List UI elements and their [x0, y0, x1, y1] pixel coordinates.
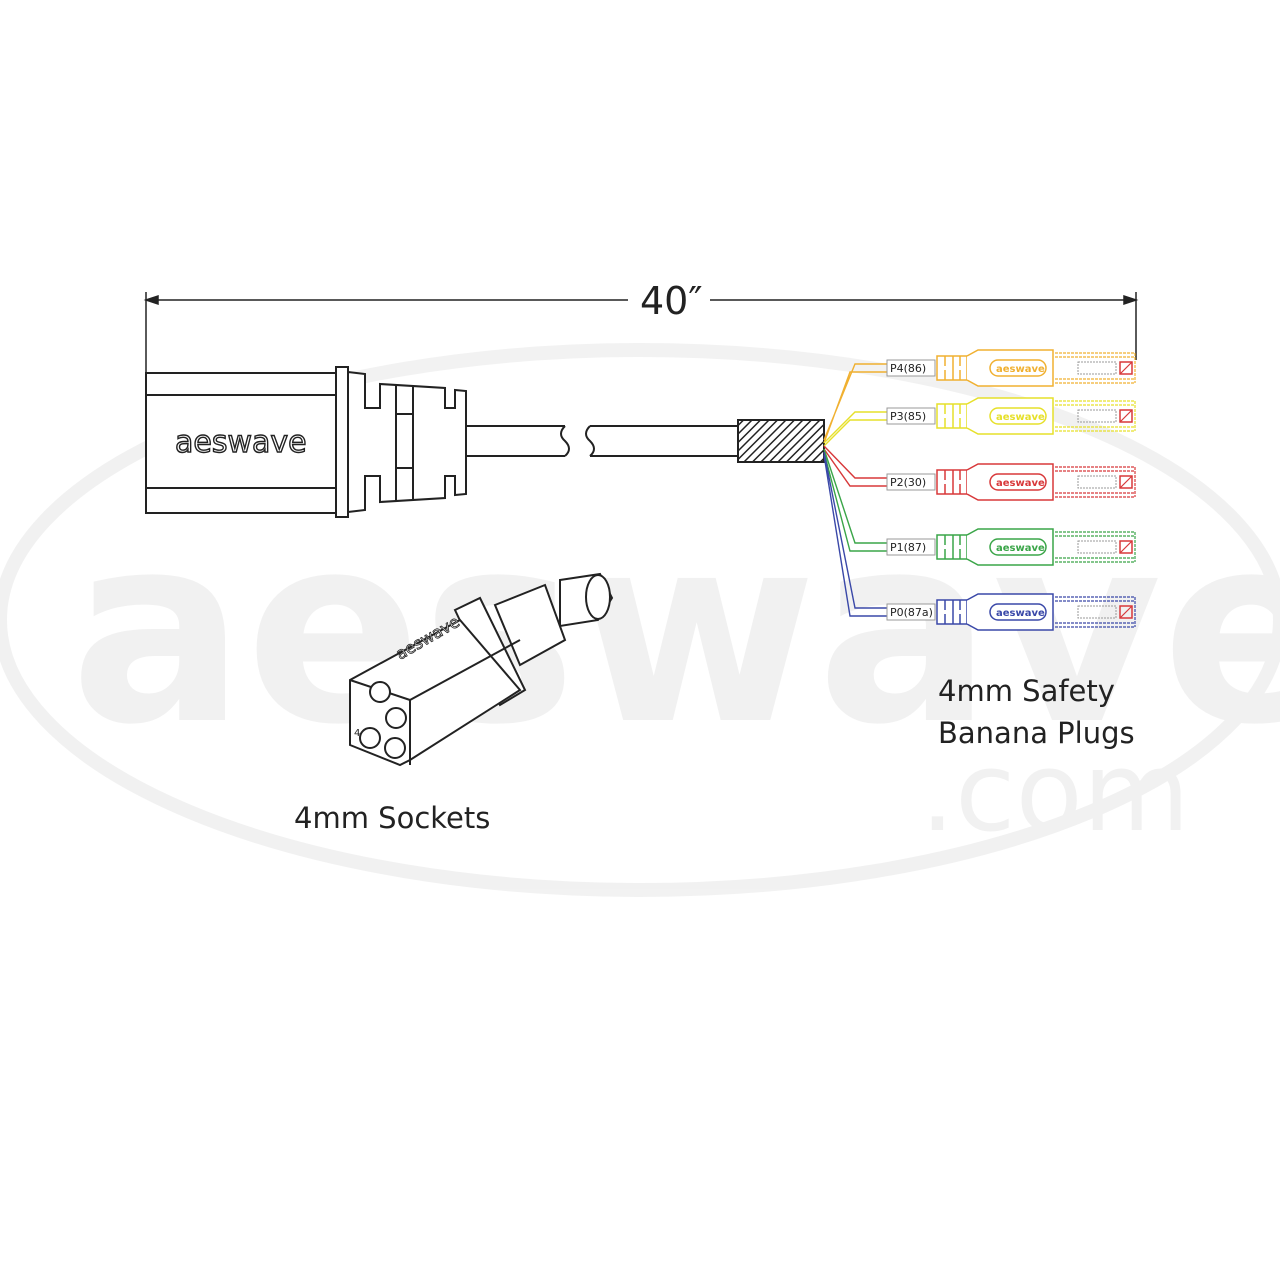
- plug-boot: [936, 599, 968, 625]
- plug-pin: [1077, 361, 1117, 375]
- plug-boot: [936, 534, 968, 560]
- plug-tip: [1119, 475, 1133, 489]
- plug-label-box: [886, 407, 936, 425]
- plug-pin: [1077, 475, 1117, 489]
- wire: [823, 448, 887, 552]
- plug-tip: [1119, 409, 1133, 423]
- plug-sleeve: [1055, 466, 1136, 498]
- wire: [823, 363, 887, 444]
- plug-label-box: [886, 473, 936, 491]
- plug-brand: aeswave: [996, 364, 1045, 375]
- plug-label: P1(87): [890, 541, 926, 554]
- dimension-line: [143, 292, 1139, 380]
- plug-tip: [1119, 540, 1133, 554]
- watermark: aeswave .com: [0, 343, 1280, 897]
- length-dimension: 40″: [640, 279, 703, 323]
- plug-label: P0(87a): [890, 606, 933, 619]
- plug-label: P2(30): [890, 476, 926, 489]
- plug-boot: [936, 469, 968, 495]
- plug-label: P3(85): [890, 410, 926, 423]
- wire: [823, 451, 887, 617]
- plug-brand-badge: [989, 473, 1047, 491]
- plugs-caption-line2: Banana Plugs: [938, 716, 1135, 750]
- plugs-caption-line1: 4mm Safety: [938, 674, 1115, 708]
- plug-label: P4(86): [890, 362, 926, 375]
- sockets-caption: 4mm Sockets: [294, 801, 490, 835]
- plug-sleeve: [1055, 531, 1136, 563]
- wire: [823, 411, 887, 447]
- plug-boot: [936, 355, 968, 381]
- banana-plug: P4(86) aeswave: [823, 349, 1136, 444]
- plug-brand-badge: [989, 359, 1047, 377]
- plug-brand: aeswave: [996, 608, 1045, 619]
- plug-label-box: [886, 603, 936, 621]
- plug-tip: [1119, 605, 1133, 619]
- plug-brand-badge: [989, 407, 1047, 425]
- banana-plug: P0(87a) aeswave: [823, 451, 1136, 631]
- plug-brand-badge: [989, 538, 1047, 556]
- plug-pin: [1077, 409, 1117, 423]
- banana-plug: P3(85) aeswave: [823, 397, 1136, 447]
- watermark-suffix: .com: [920, 728, 1190, 856]
- plug-pin: [1077, 605, 1117, 619]
- socket-marking: 4: [354, 728, 360, 739]
- watermark-text: aeswave: [70, 480, 1280, 782]
- plug-label-box: [886, 538, 936, 556]
- banana-plugs: P4(86)aeswaveP3(85)aeswaveP2(30)aeswaveP…: [823, 349, 1136, 631]
- plug-sleeve: [1055, 352, 1136, 384]
- plug-tip: [1119, 361, 1133, 375]
- plug-brand: aeswave: [996, 478, 1045, 489]
- plug-brand-badge: [989, 603, 1047, 621]
- plug-sleeve: [1055, 596, 1136, 628]
- banana-plug: P1(87) aeswave: [823, 448, 1136, 566]
- plug-boot: [936, 403, 968, 429]
- plug-brand: aeswave: [996, 412, 1045, 423]
- main-connector: [145, 366, 825, 518]
- plug-label-box: [886, 359, 936, 377]
- plug-sleeve: [1055, 400, 1136, 432]
- plug-pin: [1077, 540, 1117, 554]
- wire: [823, 445, 887, 487]
- plug-brand: aeswave: [996, 543, 1045, 554]
- banana-plug: P2(30) aeswave: [823, 445, 1136, 501]
- connector-brand: aeswave: [175, 425, 307, 460]
- socket-connector-view: [349, 572, 614, 767]
